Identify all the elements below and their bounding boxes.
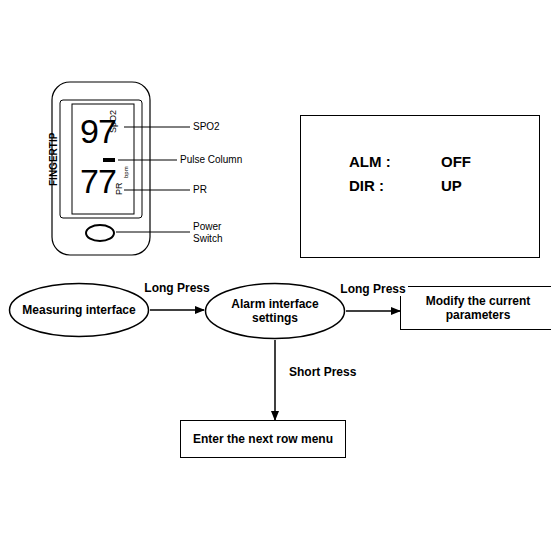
screen-text: OFF: [441, 153, 471, 170]
node-text: Alarm interface settings: [204, 297, 346, 325]
state-ellipse: Measuring interface: [8, 282, 150, 338]
leader-line: [124, 190, 190, 191]
edge-label: Short Press: [287, 365, 358, 379]
unit-text: SpO2: [108, 110, 119, 133]
power-button: [86, 225, 114, 241]
part-label: Pulse Column: [180, 154, 242, 166]
node-text: Measuring interface: [10, 303, 147, 317]
leader-line: [124, 127, 190, 128]
screen-text: ALM :: [349, 153, 391, 170]
device-housing: [52, 82, 150, 255]
leader-line: [116, 232, 190, 233]
connector-arrow: [274, 340, 276, 420]
part-label: PR: [193, 184, 207, 196]
edge-label: Long Press: [338, 282, 407, 296]
pulse-bar: [103, 158, 115, 162]
edge-label: Long Press: [142, 281, 211, 295]
leader-line: [118, 160, 177, 161]
screen-text: UP: [441, 177, 462, 194]
brand-text: FINGERTIP: [48, 133, 60, 186]
settings-screen: ALM : OFF DIR : UP: [300, 115, 540, 258]
node-text: Modify the current parameters: [401, 294, 551, 322]
pr-value: 77: [80, 163, 116, 199]
screen-frame: [60, 100, 142, 218]
screen-text: DIR :: [349, 177, 384, 194]
connector-arrow: [346, 310, 400, 312]
unit-text: PR: [114, 182, 125, 195]
screen: [72, 104, 134, 214]
connector-arrow: [150, 309, 204, 311]
part-label: Power Switch: [193, 221, 241, 245]
state-ellipse: Alarm interface settings: [204, 282, 346, 340]
process-box: Modify the current parameters: [400, 286, 551, 330]
node-text: Enter the next row menu: [187, 432, 339, 446]
process-box: Enter the next row menu: [180, 420, 346, 458]
unit-text: bpm: [122, 166, 130, 178]
part-label: SPO2: [193, 121, 220, 133]
